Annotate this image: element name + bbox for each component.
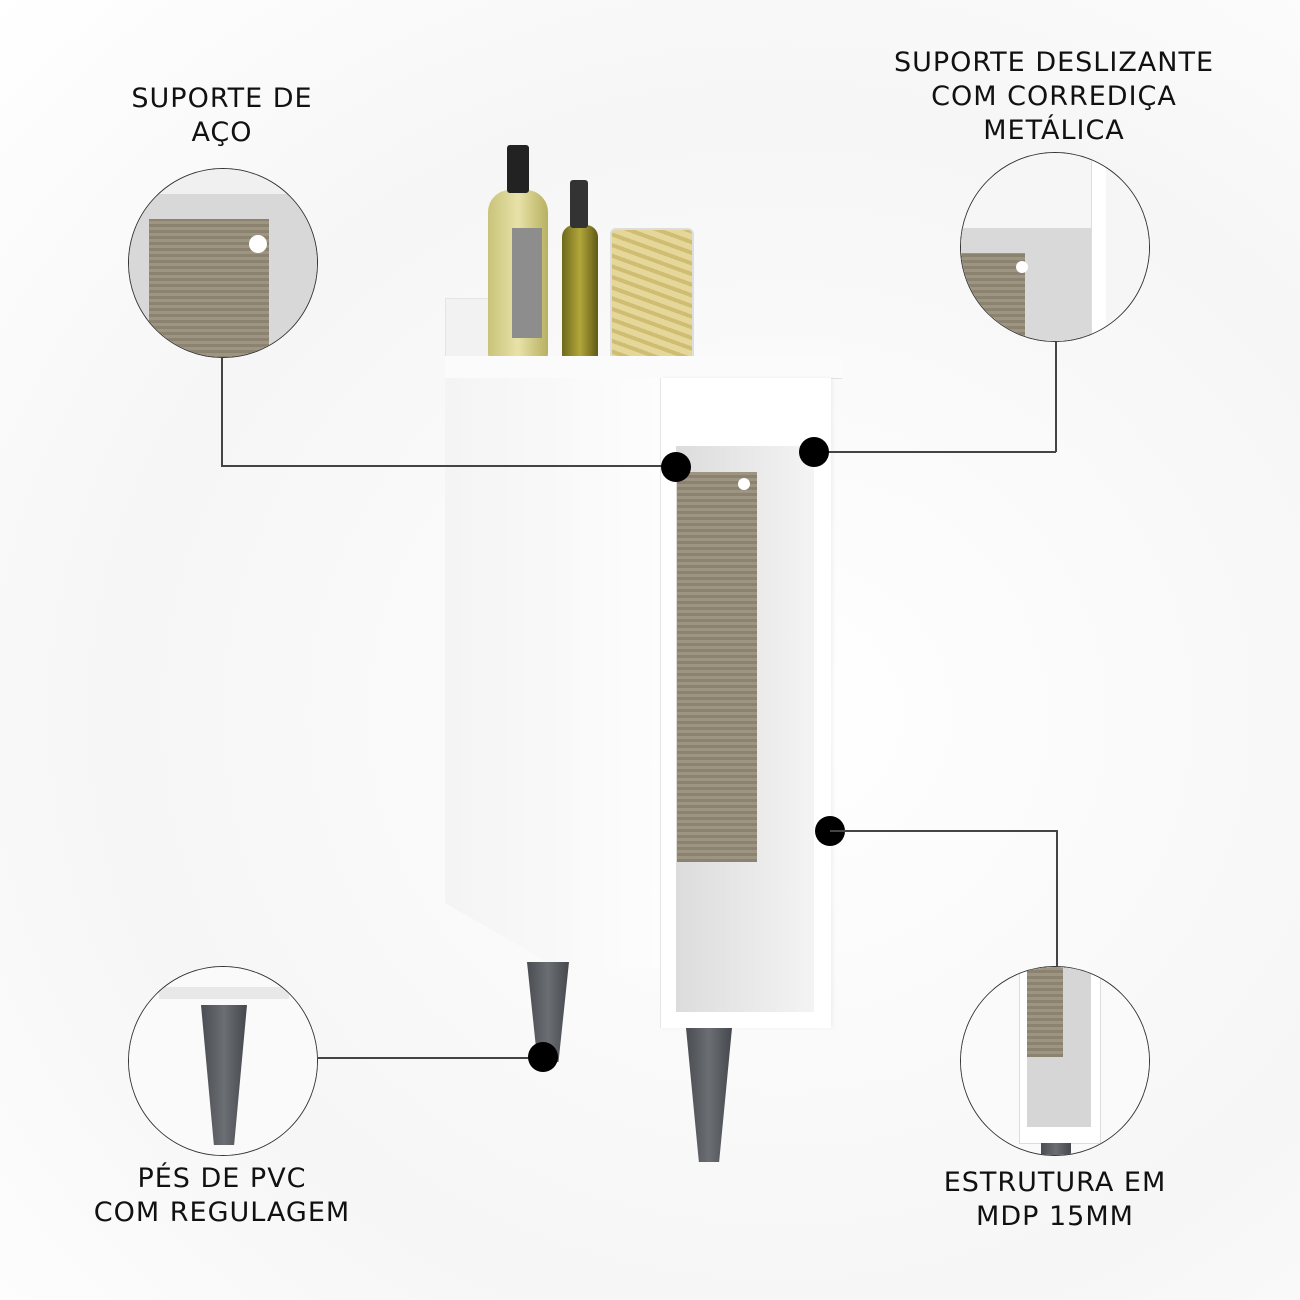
detail-circle-sliding-support — [960, 152, 1150, 342]
detail-circle-structure — [960, 966, 1150, 1156]
towel — [677, 472, 757, 862]
callout-line — [221, 465, 676, 467]
callout-dot-sliding-support[interactable] — [799, 437, 829, 467]
towel-bar-knob — [738, 478, 750, 490]
callout-line — [318, 1057, 543, 1059]
label-line: AÇO — [191, 117, 253, 148]
label-line: METÁLICA — [983, 115, 1125, 146]
callout-line — [1056, 830, 1058, 966]
label-line: COM REGULAGEM — [93, 1197, 351, 1228]
label-line: ESTRUTURA EM — [943, 1167, 1167, 1198]
cabinet-side-panel — [445, 378, 660, 968]
label-line: SUPORTE DESLIZANTE — [893, 47, 1215, 78]
callout-line — [830, 830, 1057, 832]
cabinet-leg-front — [686, 1028, 732, 1162]
callout-dot-pvc-feet[interactable] — [528, 1042, 558, 1072]
label-line: MDP 15MM — [976, 1201, 1134, 1232]
detail-circle-pvc-feet — [128, 966, 318, 1156]
label-line: PÉS DE PVC — [137, 1163, 307, 1194]
callout-line — [1055, 342, 1057, 452]
callout-label-structure: ESTRUTURA EM MDP 15MM — [855, 1166, 1255, 1234]
bottle-label — [512, 228, 542, 338]
callout-label-pvc-feet: PÉS DE PVC COM REGULAGEM — [22, 1162, 422, 1230]
callout-label-steel-support: SUPORTE DE AÇO — [22, 82, 422, 150]
label-line: SUPORTE DE — [131, 83, 313, 114]
bottle-olive-oil — [562, 225, 598, 358]
callout-line — [221, 358, 223, 466]
callout-dot-steel-support[interactable] — [661, 452, 691, 482]
label-line: COM CORREDIÇA — [931, 81, 1177, 112]
bottle-cap — [507, 145, 529, 193]
callout-line — [814, 451, 1056, 453]
callout-label-sliding-support: SUPORTE DESLIZANTE COM CORREDIÇA METÁLIC… — [854, 46, 1254, 148]
pasta-jar — [610, 228, 694, 362]
bottle-pourer — [570, 180, 588, 228]
detail-circle-steel-support — [128, 168, 318, 358]
cabinet-top — [445, 356, 842, 379]
